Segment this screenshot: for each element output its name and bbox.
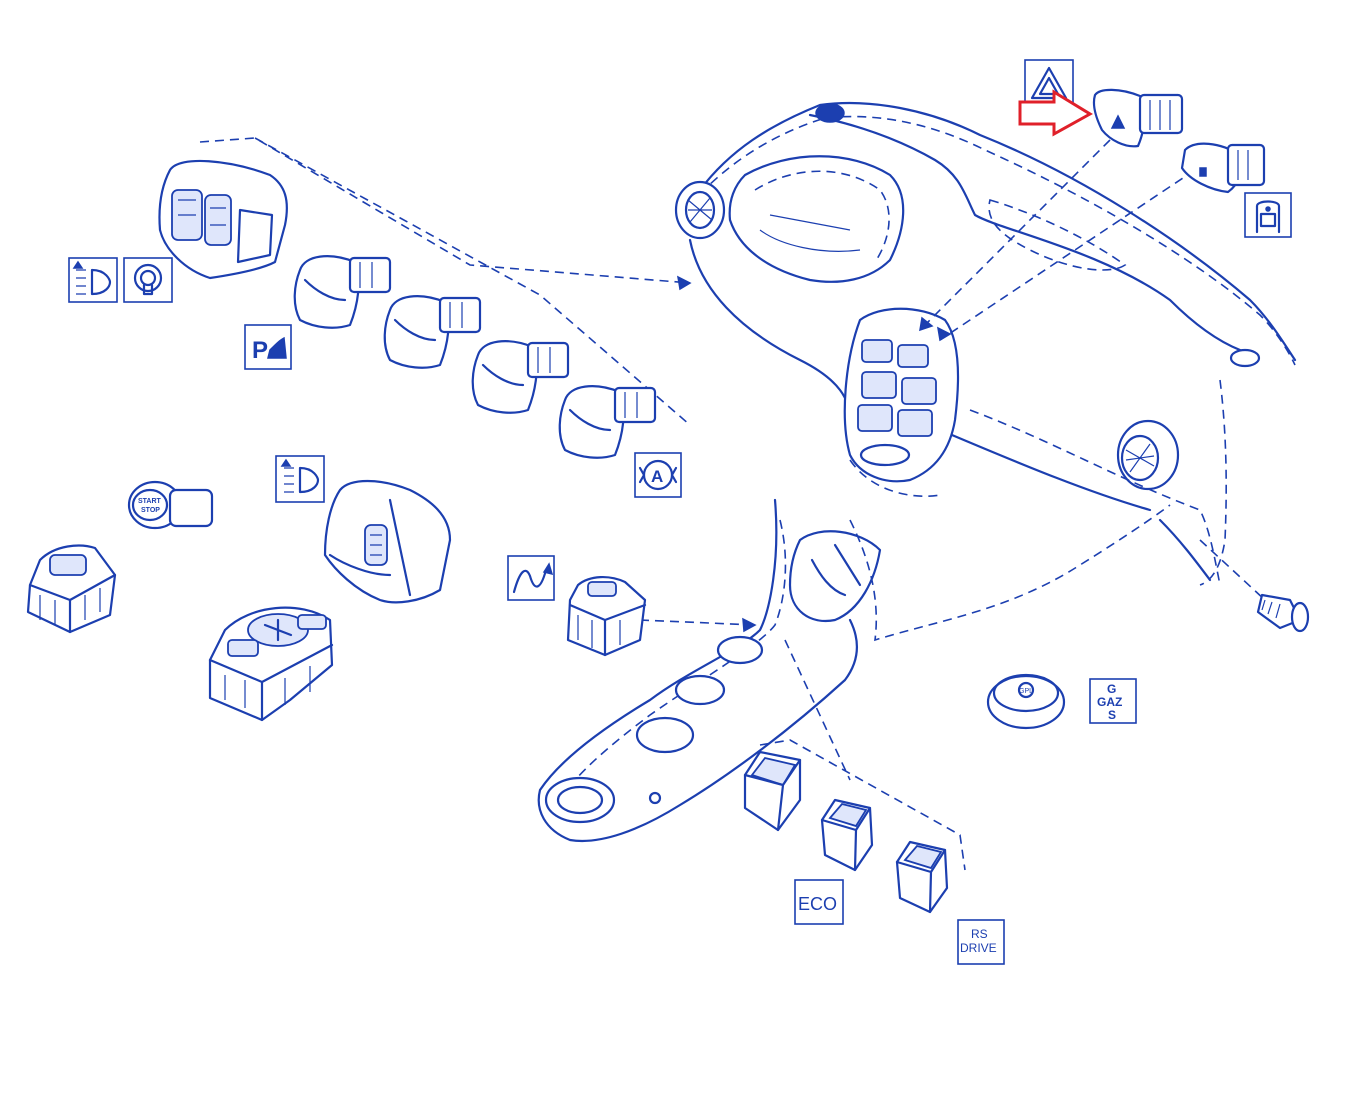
- parking-sensor-switch[interactable]: P: [244, 255, 392, 370]
- gas-lpg-button[interactable]: GPL G GAZ S: [986, 673, 1137, 730]
- auto-stop-start-icon: A: [638, 459, 678, 491]
- parking-sensor-icon: P: [252, 336, 287, 364]
- signal-curve-icon: [512, 562, 554, 594]
- door-lock-switch[interactable]: [1180, 142, 1292, 238]
- start-stop-label-2: STOP: [141, 507, 160, 514]
- window-switch-single[interactable]: [26, 544, 117, 634]
- rs-drive-switch[interactable]: RS DRIVE: [895, 840, 1005, 965]
- auto-stop-start-switch[interactable]: A: [558, 385, 682, 498]
- eco-switch[interactable]: ECO: [794, 798, 874, 925]
- rs-drive-label-1: RS: [971, 927, 988, 941]
- gaz-label-2: GAZ: [1097, 695, 1122, 709]
- socket-connector[interactable]: [1256, 593, 1310, 633]
- headlight-beam-adjust-icon-2: [280, 458, 320, 494]
- dashboard-assembly: [537, 101, 1297, 842]
- headlight-beam-adjust-icon: [72, 260, 112, 296]
- gaz-label-3: S: [1108, 708, 1116, 722]
- rocker-switch-2[interactable]: [383, 295, 482, 369]
- gaz-label-1: G: [1107, 682, 1116, 696]
- dashboard-lighting-icon: [133, 263, 163, 296]
- rs-drive-label-2: DRIVE: [960, 941, 997, 955]
- door-lock-icon: [1255, 200, 1281, 234]
- parking-sensor-label: P: [252, 337, 268, 364]
- mirror-control-switch[interactable]: [208, 606, 334, 722]
- red-arrow: [1018, 89, 1093, 137]
- eco-label: ECO: [798, 894, 837, 914]
- rocker-switch-3[interactable]: [471, 340, 570, 414]
- lighting-switch-block[interactable]: [68, 159, 288, 303]
- start-stop-label-1: START: [138, 498, 162, 505]
- start-stop-button[interactable]: START STOP: [127, 480, 214, 530]
- hazard-warning-icon: [1030, 66, 1068, 100]
- beam-adjust-switch[interactable]: [275, 455, 452, 604]
- blank-switch[interactable]: [743, 750, 802, 832]
- gas-lpg-icon: G GAZ S: [1097, 682, 1122, 722]
- signal-curve-switch[interactable]: [507, 555, 647, 657]
- gpl-label: GPL: [1019, 688, 1033, 695]
- auto-stop-label: A: [651, 467, 663, 486]
- leader-lines: [199, 137, 1266, 871]
